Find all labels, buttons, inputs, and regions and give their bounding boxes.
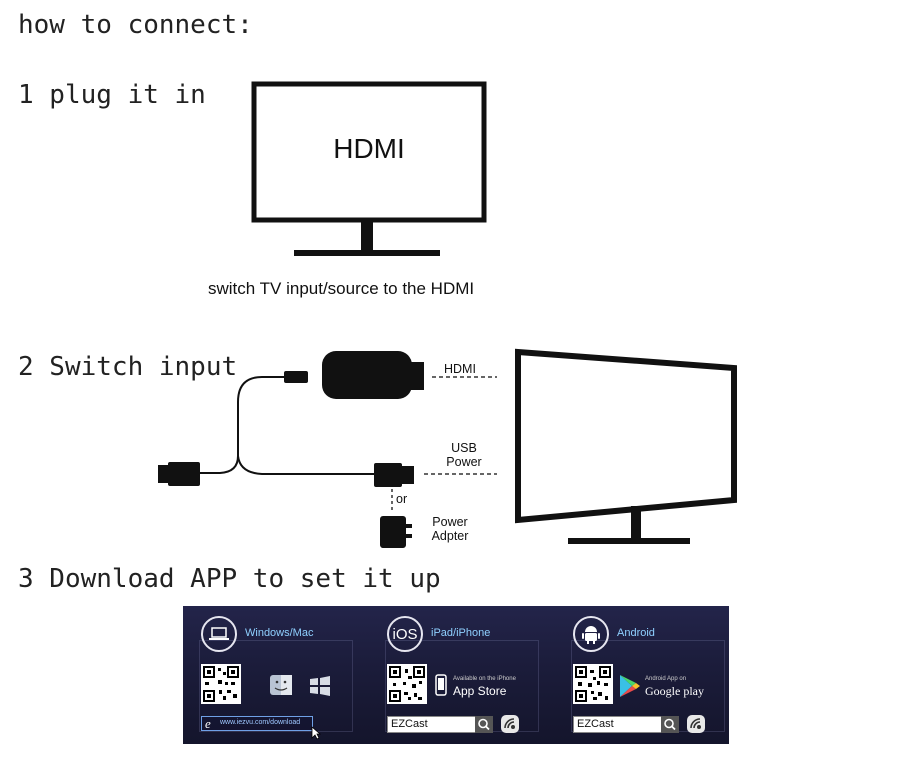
step-1-heading: 1 plug it in	[18, 80, 206, 110]
ezcast-search-box[interactable]: EZCast	[573, 716, 679, 733]
ios-badge-text: iOS	[392, 625, 418, 643]
search-icon[interactable]	[475, 716, 493, 733]
step-2-heading: 2 Switch input	[18, 352, 238, 382]
tv-2-illustration	[515, 348, 737, 544]
tv-2-frame	[515, 348, 737, 524]
micro-usb-plug	[284, 371, 308, 383]
download-url-box[interactable]: e www.iezvu.com/download	[201, 716, 313, 731]
qr-code[interactable]	[201, 664, 241, 704]
app-download-panel: Windows/Mac	[183, 606, 729, 744]
download-url[interactable]: www.iezvu.com/download	[220, 719, 301, 726]
page-title: how to connect:	[18, 10, 253, 40]
ezcast-search-box[interactable]: EZCast	[387, 716, 493, 733]
platform-label: Windows/Mac	[245, 627, 314, 639]
search-text: EZCast	[577, 718, 614, 730]
cursor-icon	[311, 726, 322, 744]
tv-2-stand-neck	[631, 506, 641, 538]
ios-column: iOS iPad/iPhone Availa	[373, 614, 545, 736]
power-adapter-label: Power Adpter	[431, 515, 469, 543]
tv-2-stand-base	[568, 538, 690, 544]
power-adapter	[380, 516, 412, 548]
tv-screen-label: HDMI	[333, 133, 405, 164]
tv-1-stand-base	[294, 250, 440, 256]
ezcast-app-icon[interactable]	[687, 715, 705, 733]
android-column: Android Andro	[559, 614, 729, 736]
or-label: or	[396, 492, 408, 506]
google-play-button[interactable]: Google play	[645, 684, 704, 698]
platform-label: Android	[617, 627, 655, 639]
cable-assembly	[200, 376, 374, 475]
platform-label: iPad/iPhone	[431, 627, 491, 639]
android-icon	[573, 616, 609, 652]
windows-mac-column: Windows/Mac	[187, 614, 359, 740]
laptop-icon	[201, 616, 237, 652]
google-play-small-text: Android App on	[645, 676, 687, 682]
cable-lower	[237, 455, 374, 475]
windows-icon[interactable]	[309, 676, 331, 701]
finder-icon[interactable]	[269, 674, 293, 701]
search-icon[interactable]	[661, 716, 679, 733]
right-usb-plug	[374, 463, 414, 487]
step-1-caption: switch TV input/source to the HDMI	[208, 279, 475, 298]
column-border	[199, 640, 353, 732]
ios-badge: iOS	[387, 616, 423, 652]
tv-1-stand-neck	[361, 220, 373, 252]
tv-1-illustration	[251, 81, 487, 256]
step-3-heading: 3 Download APP to set it up	[18, 564, 441, 594]
dongle	[322, 351, 424, 399]
ezcast-app-icon[interactable]	[501, 715, 519, 733]
app-store-small-text: Available on the iPhone	[453, 676, 516, 682]
qr-code[interactable]	[573, 664, 613, 704]
google-play-icon	[619, 674, 641, 703]
left-usb-plug	[158, 462, 200, 486]
search-text: EZCast	[391, 718, 428, 730]
usb-power-label: USB Power	[446, 441, 482, 469]
hdmi-port-label: HDMI	[444, 362, 476, 376]
browser-icon: e	[205, 716, 211, 731]
iphone-icon	[435, 674, 447, 701]
cable-upper	[200, 376, 284, 474]
app-store-button[interactable]: App Store	[453, 684, 507, 698]
qr-code[interactable]	[387, 664, 427, 704]
